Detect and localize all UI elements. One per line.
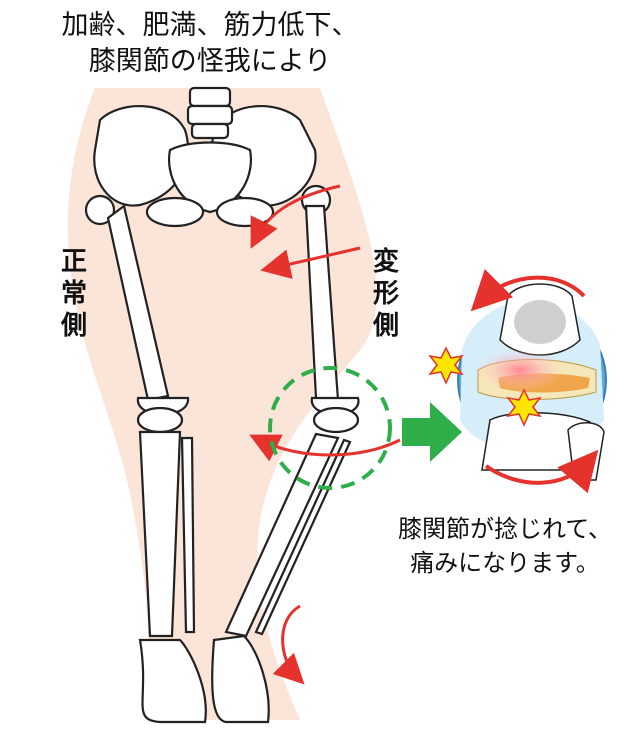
caption-line-1: 膝関節が捻じれて、 bbox=[397, 515, 613, 543]
pain-burst-upper bbox=[428, 346, 464, 385]
zoom-arrow bbox=[402, 402, 462, 462]
knee-closeup bbox=[457, 283, 607, 481]
normal-side-char: 正 bbox=[60, 247, 87, 277]
diagram-title: 加齢、肥満、筋力低下、 膝関節の怪我により bbox=[0, 8, 420, 80]
normal-side-char: 側 bbox=[60, 311, 87, 341]
normal-side-char: 常 bbox=[60, 279, 87, 309]
rotation-arrow-top bbox=[470, 268, 586, 312]
caption-line-2: 痛みになります。 bbox=[410, 549, 600, 577]
knee-caption: 膝関節が捻じれて、 痛みになります。 bbox=[374, 512, 636, 580]
deformed-side-label: 変 形 側 bbox=[370, 246, 402, 342]
pain-burst-lower bbox=[506, 388, 542, 427]
twist-arrows-upper bbox=[250, 184, 361, 279]
deformed-side-char: 変 bbox=[372, 247, 399, 277]
normal-side-label: 正 常 側 bbox=[58, 246, 90, 342]
title-line-2: 膝関節の怪我により bbox=[88, 46, 332, 77]
tibia-normal bbox=[138, 430, 207, 724]
femur-normal bbox=[84, 194, 190, 434]
femur-deformed bbox=[300, 184, 360, 434]
rotation-arrow-bottom bbox=[484, 449, 599, 494]
title-band bbox=[0, 0, 420, 84]
deformed-side-char: 形 bbox=[372, 279, 399, 309]
twist-arrow-foot bbox=[272, 604, 305, 685]
knee-highlight-circle bbox=[268, 366, 392, 490]
body-silhouette bbox=[67, 88, 377, 720]
deformed-side-char: 側 bbox=[372, 311, 399, 341]
title-line-1: 加齢、肥満、筋力低下、 bbox=[61, 10, 359, 41]
